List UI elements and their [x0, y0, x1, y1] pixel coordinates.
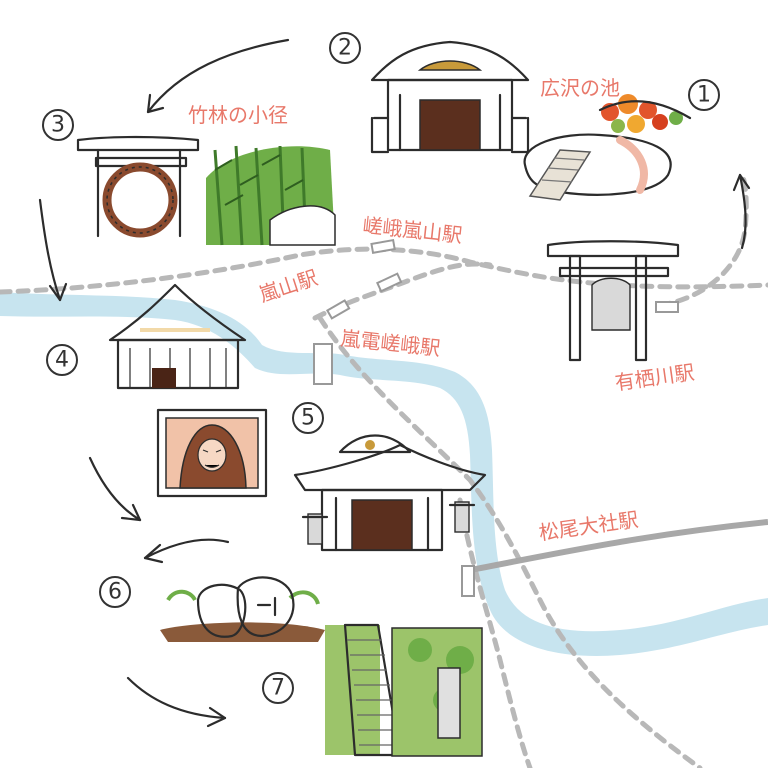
stop-marker-2[interactable]: 2 — [329, 32, 361, 64]
red-torii-icon — [546, 240, 680, 362]
stop-marker-6[interactable]: 6 — [99, 576, 131, 608]
stop-marker-4[interactable]: 4 — [46, 344, 78, 376]
label-bamboo-path: 竹林の小径 — [188, 103, 288, 127]
svg-text:5: 5 — [301, 406, 315, 431]
autumn-leaves-icon — [598, 94, 692, 133]
svg-text:3: 3 — [51, 113, 65, 138]
stones-icon — [160, 576, 325, 642]
temple-hall-icon — [108, 283, 247, 390]
shrine-icon — [293, 434, 487, 552]
svg-text:1: 1 — [697, 83, 711, 108]
route-arrows — [38, 38, 751, 728]
matsuo-line — [469, 519, 768, 573]
station-markers — [313, 238, 679, 597]
svg-text:2: 2 — [338, 36, 352, 61]
label-arashiyama-station[interactable]: 嵐山駅 — [256, 265, 320, 306]
label-randen-saga-station[interactable]: 嵐電嵯峨駅 — [339, 326, 441, 360]
label-arisugawa-station[interactable]: 有栖川駅 — [613, 360, 696, 395]
stop-marker-5[interactable]: 5 — [292, 402, 324, 434]
stone-stairs-icon — [325, 623, 483, 757]
torii-icon — [76, 135, 200, 238]
svg-text:7: 7 — [271, 676, 285, 701]
stop-marker-1[interactable]: 1 — [688, 79, 720, 111]
railway-lines — [0, 172, 768, 768]
label-hirosawa-pond: 広沢の池 — [540, 76, 620, 100]
river — [0, 292, 768, 656]
svg-text:4: 4 — [55, 348, 69, 373]
daruma-painting-icon — [156, 408, 268, 498]
stop-marker-7[interactable]: 7 — [262, 672, 294, 704]
stop-markers: 1 2 3 4 5 6 7 — [42, 32, 720, 704]
bamboo-icon — [206, 145, 336, 246]
pond-icon — [523, 133, 672, 201]
stop-marker-3[interactable]: 3 — [42, 109, 74, 141]
shrine-gate-icon — [370, 40, 530, 154]
svg-text:6: 6 — [108, 580, 122, 605]
